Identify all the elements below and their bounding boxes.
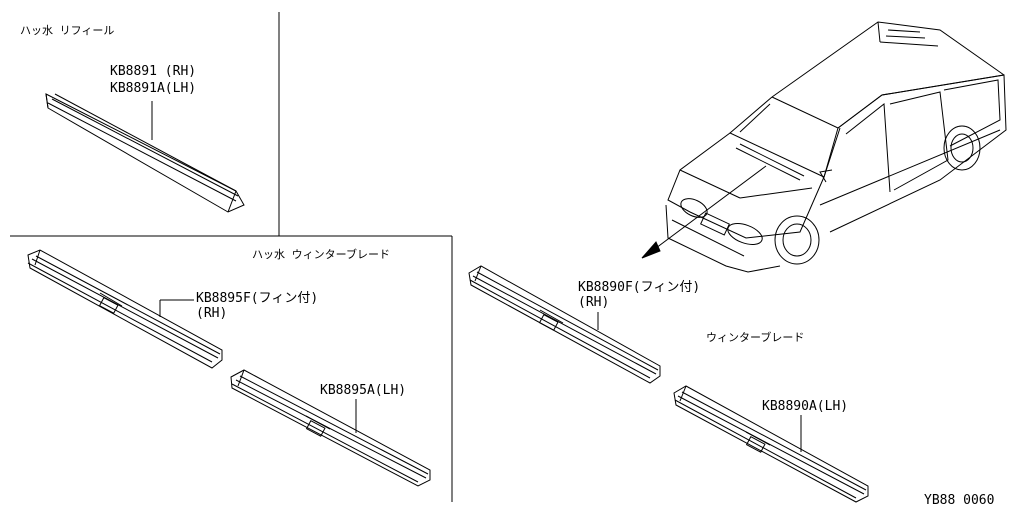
winter-blade-rh (469, 266, 660, 383)
winter-blade-lh (674, 386, 868, 502)
part-label-hydro-lh: KB8895A(LH) (320, 383, 407, 398)
hydro-winter-blade-rh (28, 250, 222, 368)
arrow-shaft (648, 166, 766, 254)
hydro-winter-blade-lh (231, 370, 430, 486)
part-label-winter-rh-code: KB8890F(フィン付) (578, 280, 701, 295)
part-label-winter-lh: KB8890A(LH) (762, 399, 849, 414)
van-illustration (666, 22, 1006, 272)
section-title-refill: ハッ水 リフィール (20, 24, 115, 37)
part-label-winter-rh-side: (RH) (578, 295, 610, 310)
part-label-hydro-rh-code: KB8895F(フィン付) (196, 291, 319, 306)
diagram-code: YB88 0060 (924, 493, 995, 508)
arrow-head (642, 242, 660, 258)
part-label-hydro-rh-side: (RH) (196, 306, 228, 321)
part-label-refill-rh: KB8891 (RH) (110, 64, 197, 79)
section-title-hydro-winter: ハッ水 ウィンターブレード (252, 248, 390, 261)
section-title-winter: ウィンターブレード (706, 331, 805, 344)
part-label-refill-lh: KB8891A(LH) (110, 81, 197, 96)
refill-strip (46, 94, 244, 212)
